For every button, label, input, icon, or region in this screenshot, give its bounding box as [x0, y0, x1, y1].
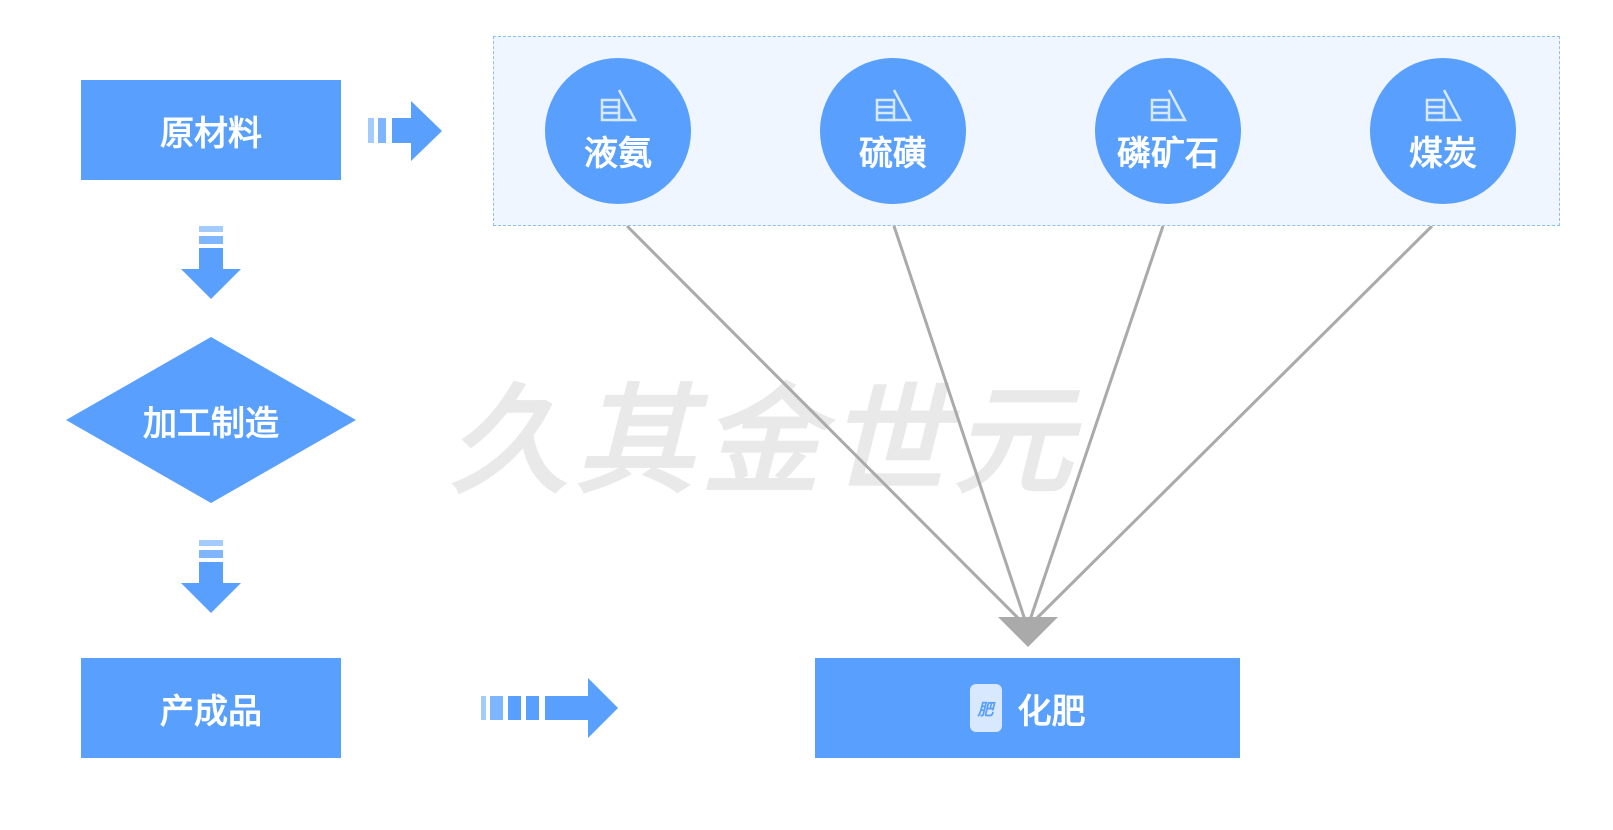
material-ammonia: 液氨 — [545, 58, 691, 204]
arrow-right-1 — [368, 101, 442, 161]
material-label: 煤炭 — [1409, 133, 1477, 174]
material-label: 硫磺 — [859, 133, 927, 174]
material-label: 磷矿石 — [1117, 133, 1219, 174]
line-ammonia — [625, 224, 1022, 622]
bag-icon-text: 肥 — [977, 700, 994, 719]
watermark: 久其金世元 — [450, 372, 1081, 510]
fertilizer-label: 化肥 — [1017, 691, 1086, 732]
line-coal — [1033, 224, 1434, 622]
arrow-down-2 — [181, 540, 241, 613]
line-phosphate — [1028, 225, 1165, 621]
material-sulfur: 硫磺 — [820, 58, 966, 204]
material-coal: 煤炭 — [1370, 58, 1516, 204]
product-box: 产成品 — [81, 658, 341, 758]
arrow-right-2 — [481, 678, 618, 738]
material-icon — [875, 88, 912, 121]
raw-material-box: 原材料 — [81, 80, 341, 180]
material-icon — [600, 88, 637, 121]
process-label: 加工制造 — [143, 403, 279, 444]
process-label-wrap: 加工制造 — [66, 337, 356, 503]
raw-material-label: 原材料 — [160, 113, 262, 154]
process-diamond — [66, 337, 356, 503]
merge-arrowhead — [998, 617, 1058, 647]
material-icon — [1150, 88, 1187, 121]
material-label: 液氨 — [584, 133, 652, 174]
fertilizer-box: 肥 化肥 — [815, 658, 1240, 758]
material-icon — [1425, 88, 1462, 121]
line-sulfur — [892, 225, 1027, 621]
product-label: 产成品 — [160, 691, 262, 732]
arrow-down-1 — [181, 226, 241, 299]
fertilizer-bag-icon: 肥 — [969, 684, 1002, 732]
material-phosphate: 磷矿石 — [1095, 58, 1241, 204]
